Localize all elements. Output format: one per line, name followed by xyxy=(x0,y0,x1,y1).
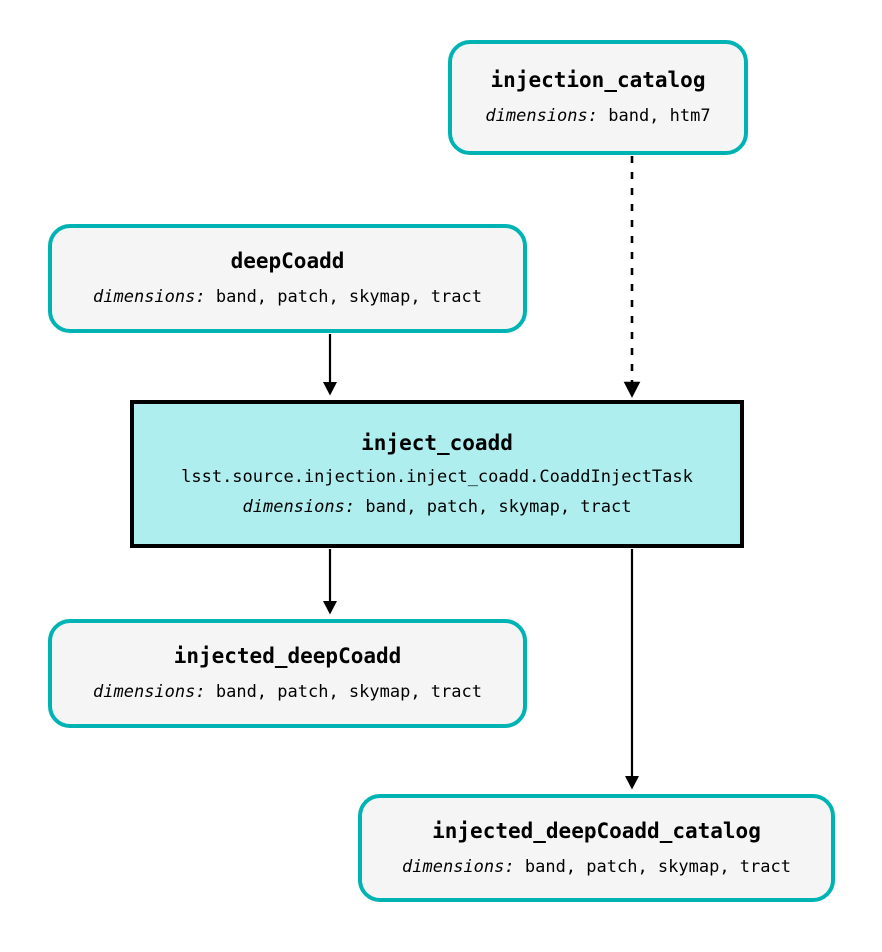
dimensions-value: band, patch, skymap, tract xyxy=(215,287,482,308)
node-inject-coadd[interactable]: inject_coadd lsst.source.injection.injec… xyxy=(130,400,744,548)
node-dimensions: dimensions: band, htm7 xyxy=(485,107,710,126)
dimensions-label: dimensions: xyxy=(242,496,356,517)
node-title: deepCoadd xyxy=(230,249,345,274)
dimensions-value: band, patch, skymap, tract xyxy=(365,496,632,517)
node-title: injected_deepCoadd_catalog xyxy=(432,818,761,843)
node-title: inject_coadd xyxy=(361,430,513,455)
node-qualname: lsst.source.injection.inject_coadd.Coadd… xyxy=(181,466,693,487)
node-title: injected_deepCoadd xyxy=(173,644,402,669)
node-injection-catalog[interactable]: injection_catalog dimensions: band, htm7 xyxy=(448,40,748,155)
dimensions-label: dimensions: xyxy=(485,106,598,127)
node-injected-deepcoadd[interactable]: injected_deepCoadd dimensions: band, pat… xyxy=(48,619,527,728)
node-dimensions: dimensions: band, patch, skymap, tract xyxy=(93,683,482,702)
dimensions-value: band, htm7 xyxy=(608,106,711,127)
dimensions-value: band, patch, skymap, tract xyxy=(524,856,791,877)
node-dimensions: dimensions: band, patch, skymap, tract xyxy=(93,288,482,307)
dimensions-label: dimensions: xyxy=(402,856,515,877)
node-dimensions: dimensions: band, patch, skymap, tract xyxy=(402,856,791,877)
node-dimensions: dimensions: band, patch, skymap, tract xyxy=(242,496,632,517)
dimensions-label: dimensions: xyxy=(93,682,206,703)
dimensions-value: band, patch, skymap, tract xyxy=(215,682,482,703)
dimensions-label: dimensions: xyxy=(93,287,206,308)
node-deepcoadd[interactable]: deepCoadd dimensions: band, patch, skyma… xyxy=(48,224,527,333)
node-injected-deepcoadd-catalog[interactable]: injected_deepCoadd_catalog dimensions: b… xyxy=(358,794,835,902)
node-title: injection_catalog xyxy=(490,68,706,93)
